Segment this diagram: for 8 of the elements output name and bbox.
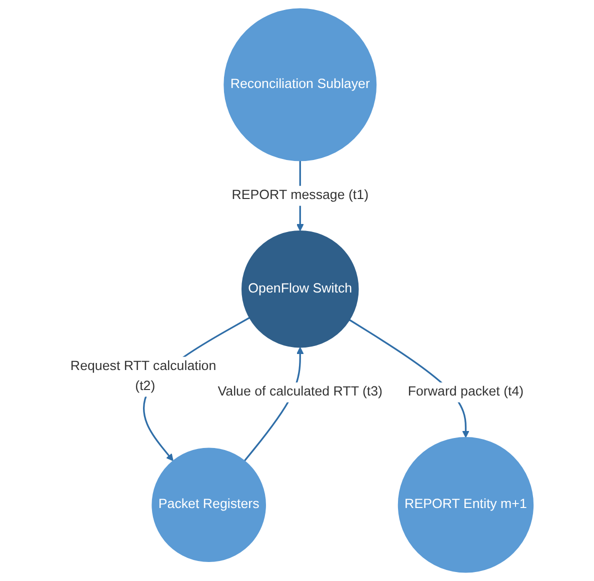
node-circle: REPORT Entity m+1	[397, 437, 534, 573]
edge-label: Request RTT calculation (t2)	[70, 359, 216, 394]
edge-label: Forward packet (t4)	[407, 384, 524, 400]
node-circle: OpenFlow Switch	[241, 230, 358, 348]
node-circle: Reconciliation Sublayer	[223, 8, 376, 162]
edge-label: REPORT message (t1)	[231, 188, 368, 202]
edge-label: Value of calculated RTT (t3)	[217, 384, 382, 400]
node-circle: Packet Registers	[151, 448, 266, 562]
